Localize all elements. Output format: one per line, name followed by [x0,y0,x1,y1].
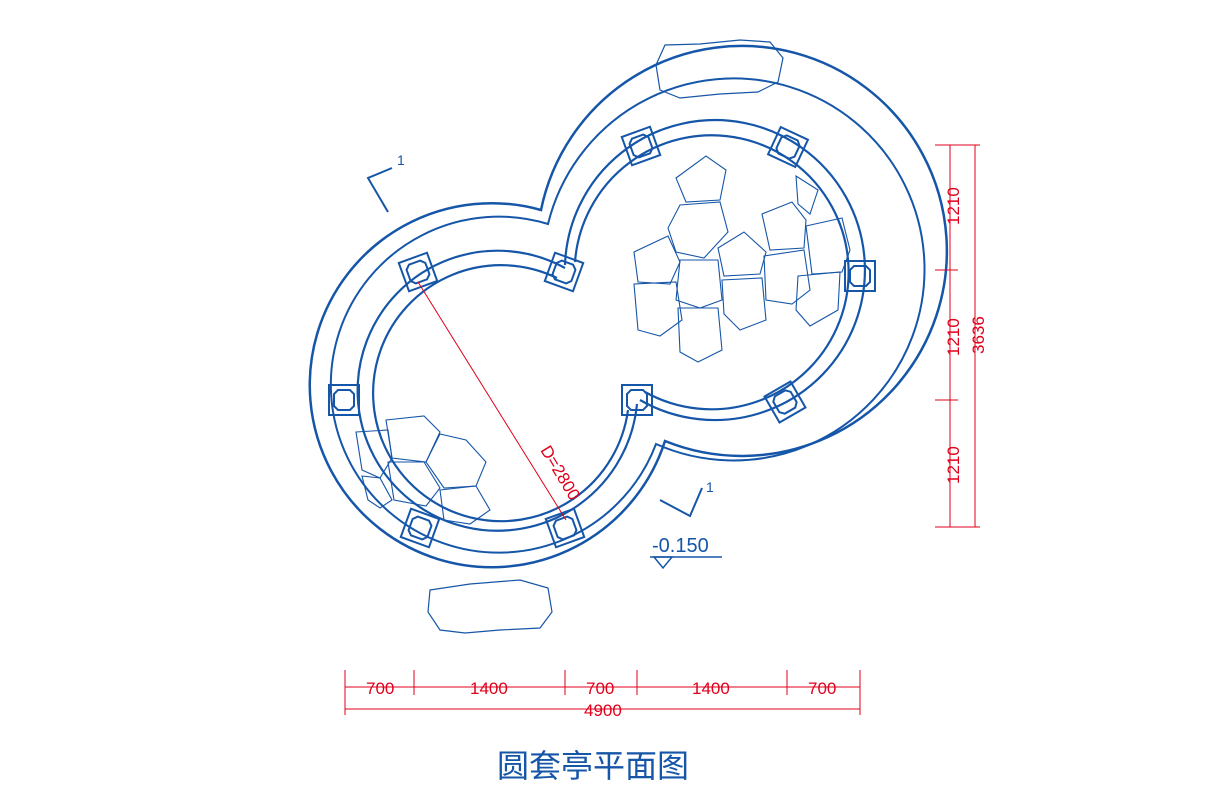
right-dimension-lines [935,144,980,528]
column-2 [766,125,810,169]
inner-bench-upper-2 [573,134,850,411]
right-dim-3: 1210 [944,446,963,484]
paving-stones-upper [633,155,851,363]
section-mark-top [366,167,393,213]
bottom-dim-4: 1400 [692,679,730,698]
column-7 [397,251,439,293]
bottom-dim-1: 700 [366,679,394,698]
paving-stones-lower [355,415,491,525]
section-mark-bottom [659,487,703,518]
column-1 [620,125,662,167]
bottom-dim-3: 700 [586,679,614,698]
right-dim-1: 1210 [944,187,963,225]
column-8 [328,384,360,416]
elevation-triangle [652,556,674,570]
inner-bench-lower [356,249,639,532]
outer-wall-line-1 [308,44,949,569]
top-rock [655,39,784,99]
column-9 [399,507,441,549]
drawing-title: 圆套亭平面图 [497,747,689,785]
outer-wall-line-2 [329,77,926,554]
right-total: 3636 [969,316,988,354]
diameter-label: D=2800 [537,442,584,503]
column-3 [844,260,876,292]
bottom-total: 4900 [584,701,622,720]
column-6 [543,251,585,293]
bottom-dim-5: 700 [808,679,836,698]
inner-bench-lower-2 [372,264,630,523]
column-4 [763,380,807,424]
section-mark-bottom-label: 1 [706,479,714,495]
column-10 [544,507,586,549]
elevation-label: -0.150 [652,535,709,557]
right-dim-2: 1210 [944,318,963,356]
diameter-line [417,281,567,521]
bottom-dim-2: 1400 [470,679,508,698]
section-mark-top-label: 1 [397,152,405,168]
bottom-rock [427,579,553,634]
inner-bench-upper [563,118,867,422]
bottom-dimension-lines [344,670,861,715]
column-5 [621,384,653,416]
